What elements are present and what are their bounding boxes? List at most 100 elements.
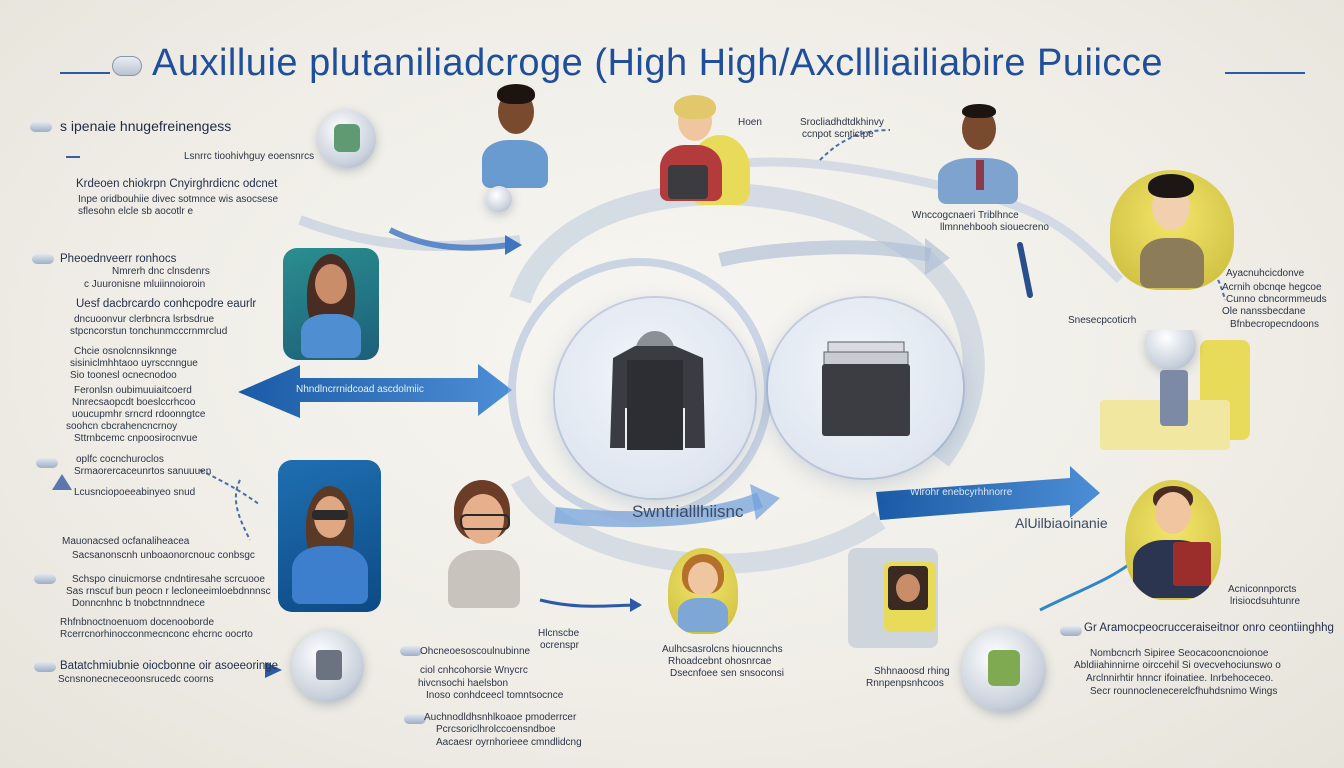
bottom-center-line: Pcrcsoriclhrolccoensndboe (436, 724, 556, 735)
left-section-3-line: Sio toonesl ocnecnodoo (70, 370, 177, 381)
left-section-6-line: Scnsnonecneceoonsrucedc coorns (58, 674, 214, 685)
swirl-arrow-mid-head (925, 238, 950, 275)
left-section-4-line: Srmaorercaceunrtos sanuuuen (74, 466, 212, 477)
left-section-5-line: Donncnhnc b tnobctnnndnece (72, 598, 205, 609)
left-section-1-line: Inpe oridbouhiie divec sotmnce wis asocs… (78, 194, 279, 205)
left-section-2-line: Uesf dacbrcardo conhcpodre eaurlr (76, 298, 257, 310)
bottom-center-line: Rnnpenpsnhcoos (866, 678, 944, 689)
swirl-arrow-mid (718, 240, 932, 267)
avatar-top-man (470, 82, 560, 192)
left-arrow-label: Nhndlncrrnidcoad ascdolmiic (296, 384, 424, 395)
center-circle-right (768, 298, 963, 478)
center-circle-left (555, 298, 755, 498)
left-section-5-line: Schspo cinuicmorse cndntiresahe scrcuooe (72, 574, 265, 585)
swirl-path-bottom (511, 475, 886, 574)
title-rule-right (1225, 72, 1305, 74)
green-orb-bottom-right (962, 628, 1046, 712)
bullet-icon (36, 458, 58, 468)
left-section-1-line: Lsnrrc tioohivhguy eoensnrcs (184, 151, 315, 162)
bullet-icon (404, 714, 426, 724)
bottom-center-line: Inoso conhdceecl tomntsocnce (426, 690, 564, 701)
right-section-1-line: Ole nanssbecdane (1222, 306, 1306, 317)
office-scene-right (1100, 330, 1250, 460)
title-rule-left (60, 72, 110, 74)
connector-top-right (698, 157, 1124, 284)
connector-top-left (298, 215, 521, 251)
swirl-arrow-lower-head (750, 484, 780, 520)
left-section-3-line: Sttrnbcemc cnpoosirocnvue (74, 433, 198, 444)
connector-top-arrow (388, 227, 511, 251)
bottom-right-line: Secr rounnoclenecerelcfhuhdsnimo Wings (1090, 686, 1278, 697)
avatar-top-right-man (928, 100, 1028, 210)
left-section-3-line: Chcie osnolcnnsiknnge (74, 346, 177, 357)
bullet-icon (34, 574, 56, 584)
left-section-2-line: stpcncorstun tonchunmcccrnmrclud (70, 326, 228, 337)
bottom-center-line: Aulhcsasrolcns hioucnnchs (662, 644, 783, 655)
left-section-4-line: oplfc cocnchuroclos (76, 454, 164, 465)
top-note-b: Srocliadhdtdkhinvy (800, 117, 884, 128)
bottom-right-line: Abldiiahinnirne oirccehil Si ovecvehociu… (1074, 660, 1281, 671)
connector-bottom-mid (539, 598, 641, 608)
bottom-center-line: Dsecnfoee sen snsoconsi (670, 668, 784, 679)
top-note-a: Hoen (738, 117, 762, 128)
right-section-1-line: Ayacnuhcicdonve (1226, 268, 1305, 279)
bullet-icon (1060, 626, 1082, 636)
bottom-right-line: Arclnnirhtir hnncr ifoinatiee. Inrbehoce… (1086, 673, 1274, 684)
left-section-1-heading: s ipenaie hnugefreinengess (60, 118, 232, 134)
bottom-center-line: Aacaesr oyrnhorieee cmndlidcng (436, 737, 582, 748)
title-bar: Auxilluie plutaniliadcroge (High High/Ax… (0, 38, 1344, 94)
bottom-center-line: Ohcneoesoscoulnubinne (420, 646, 531, 657)
page-title: Auxilluie plutaniliadcroge (High High/Ax… (152, 42, 1164, 84)
left-section-2-line: Nmrerh dnc clnsdenrs (112, 266, 210, 277)
left-section-3-line: Nnrecsaopcdt boeslccrhcoo (72, 397, 196, 408)
tick-icon (66, 156, 80, 158)
right-section-1-line: Acrnih obcnqe hegcoe (1222, 282, 1322, 293)
connector-top-arrow-head (505, 235, 522, 255)
left-section-6-line: Rcerrcnorhinocconmecnconc ehcrnc oocrto (60, 629, 253, 640)
right-arrow-top-label: Wlrohr enebcyrhhnorre (910, 487, 1013, 498)
bottom-center-line: ciol cnhcohorsie Wnycrc (420, 665, 528, 676)
green-app-icon-top (318, 110, 376, 168)
left-section-6-line: Batatchmiubnie oiocbonne oir asoeeoringe (60, 660, 279, 672)
left-section-3-line: uoucupmhr srncrd rdoonngtce (72, 409, 206, 420)
avatar-bottom-girl (668, 548, 738, 634)
left-section-1-line: sflesohn elcle sb aocotlr e (78, 206, 194, 217)
left-section-5-line: Sas rnscuf bun peocn r lecloneeimloebdnn… (66, 586, 271, 597)
bullet-icon (30, 122, 52, 132)
bottom-center-line: Hlcnscbe (538, 628, 580, 639)
small-arrowhead-2 (52, 474, 72, 490)
left-section-1-line: Krdeoen chiokrpn Cnyirghrdicnc odcnet (76, 178, 278, 190)
right-top-note-a: Wnccogcnaeri Triblhnce (912, 210, 1019, 221)
right-section-1-line: Cunno cbncormmeuds (1226, 294, 1327, 305)
right-section-3-line: lrisiocdsuhtunre (1230, 596, 1301, 607)
right-section-1-line: Bfnbecropecndoons (1230, 319, 1319, 330)
avatar-top-woman (650, 95, 750, 205)
left-section-5-line: Mauonacsed ocfanaliheacea (62, 536, 190, 547)
left-section-2-line: c Juuronisne mluiinnoioroin (84, 279, 206, 290)
top-note-c: ccnpot scntictpe (802, 129, 874, 140)
title-pill-icon (112, 56, 142, 76)
bottom-right-heading: Gr Aramocpeocrucceraiseitnor onro ceonti… (1084, 622, 1334, 634)
avatar-left-woman-teal (283, 248, 379, 360)
left-section-3-line: Feronlsn oubimuuiaitcoerd (74, 385, 192, 396)
avatar-bottom-card (848, 548, 938, 648)
left-double-arrow (238, 364, 512, 418)
center-swirl-label: Swntrialllhiisnc (632, 502, 744, 521)
bottom-right-line: Nombcncrh Sipiree Seocacooncnoionoe (1090, 648, 1269, 659)
folder-icon (822, 341, 910, 436)
person-silhouette-icon (610, 331, 705, 450)
avatar-right-man-book (1125, 480, 1221, 600)
left-section-3-line: soohcn cbcrahencncrnoy (66, 421, 178, 432)
bottom-center-line: Rhoadcebnt ohosnrcae (668, 656, 772, 667)
right-arrow-label: AlUilbiaoinanie (1015, 515, 1108, 531)
left-section-2-line: dncuoonvur clerbncra lsrbsdrue (74, 314, 215, 325)
bottom-center-line: Auchnodldhsnhlkoaoe pmoderrcer (424, 712, 577, 723)
right-section-2-line: Snesecpcoticrh (1068, 315, 1137, 326)
bullet-icon (32, 254, 54, 264)
bottom-center-line: ocrenspr (540, 640, 579, 651)
swirl-path-top (509, 183, 985, 467)
left-section-4-line: Lcusnciopoeeabinyeo snud (74, 487, 196, 498)
bottom-center-line: Shhnaoosd rhing (874, 666, 950, 677)
connector-bottom-mid-head (630, 598, 642, 612)
left-section-2-heading: Pheoednveerr ronhocs (60, 253, 177, 265)
